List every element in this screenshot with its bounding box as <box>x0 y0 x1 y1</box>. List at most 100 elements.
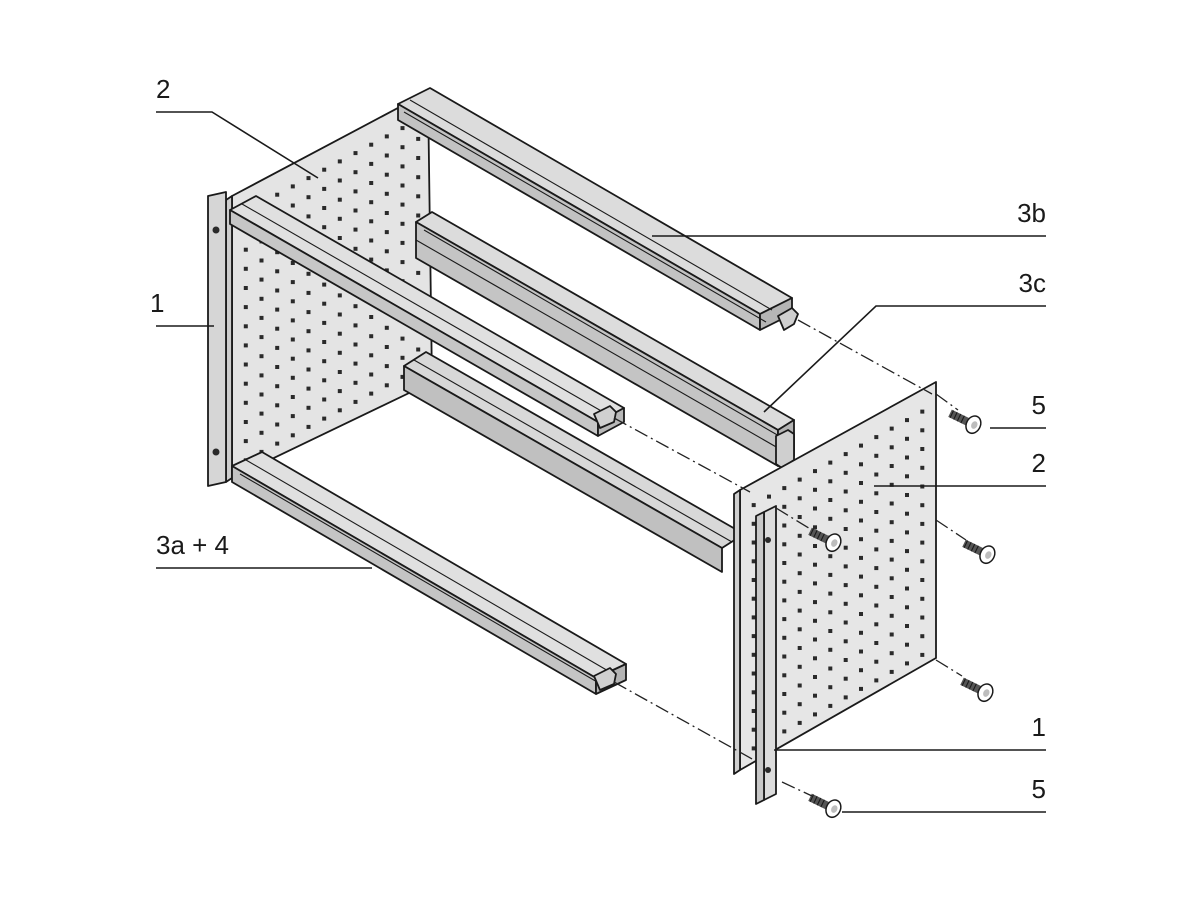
front-side-panel <box>733 381 937 775</box>
perforation-hole <box>400 260 405 265</box>
perforation-hole <box>275 269 280 274</box>
perforation-hole <box>400 145 405 150</box>
perforation-hole <box>874 584 879 589</box>
perforation-hole <box>306 310 311 315</box>
perforation-hole <box>337 389 342 394</box>
perforation-hole <box>259 392 264 397</box>
label-side-panel-front: 2 <box>1032 448 1046 478</box>
front-panel-right <box>755 505 777 805</box>
perforation-hole <box>859 649 863 654</box>
perforation-hole <box>243 381 248 386</box>
perforation-hole <box>322 225 327 230</box>
perforation-hole <box>843 658 848 662</box>
perforation-hole <box>322 416 327 421</box>
perforation-hole <box>353 342 358 347</box>
perforation-hole <box>920 503 925 508</box>
perforation-hole <box>843 695 848 700</box>
perforation-hole <box>797 496 802 501</box>
perforation-hole <box>920 615 925 620</box>
perforation-hole <box>905 418 909 423</box>
perforation-hole <box>290 337 295 342</box>
perforation-hole <box>813 506 817 511</box>
perforation-hole <box>859 462 863 467</box>
perforation-hole <box>322 359 327 364</box>
perforation-hole <box>920 559 925 564</box>
perforation-hole <box>384 153 389 158</box>
perforation-hole <box>243 343 248 348</box>
perforation-hole <box>337 159 342 164</box>
perforation-hole <box>813 618 817 623</box>
perforation-hole <box>905 567 909 572</box>
perforation-hole <box>322 282 327 287</box>
perforation-hole <box>782 635 787 640</box>
perforation-hole <box>905 530 909 535</box>
perforation-hole <box>874 566 879 571</box>
perforation-hole <box>243 400 248 405</box>
callout-labels: 2 3b 3c 1 5 2 3a + 4 1 5 <box>150 74 1046 804</box>
label-front-panel-left: 1 <box>150 288 164 318</box>
perforation-hole <box>905 493 909 497</box>
perforation-hole <box>400 240 405 245</box>
perforation-hole <box>306 214 311 219</box>
perforation-hole <box>797 646 802 650</box>
front-panel-holes <box>751 409 925 751</box>
perforation-hole <box>859 668 863 673</box>
perforation-hole <box>859 593 863 598</box>
perforation-hole <box>322 320 327 325</box>
perforation-hole <box>920 578 925 582</box>
perforation-hole <box>337 370 342 374</box>
perforation-hole <box>874 603 879 608</box>
perforation-hole <box>813 693 817 698</box>
perforation-hole <box>337 350 342 355</box>
perforation-hole <box>751 746 756 751</box>
label-rail-3a-4: 3a + 4 <box>156 530 229 560</box>
perforation-hole <box>828 685 833 690</box>
perforation-hole <box>259 354 264 359</box>
perforation-hole <box>920 596 925 601</box>
perforation-hole <box>813 525 817 530</box>
perforation-hole <box>782 729 787 734</box>
perforation-hole <box>416 194 421 199</box>
perforation-hole <box>384 211 389 215</box>
perforation-hole <box>384 325 389 330</box>
perforation-hole <box>337 312 342 317</box>
perforation-hole <box>400 202 405 207</box>
perforation-hole <box>874 453 879 458</box>
perforation-hole <box>384 364 389 369</box>
perforation-hole <box>905 605 909 610</box>
perforation-hole <box>751 727 756 732</box>
perforation-hole <box>905 511 909 516</box>
perforation-hole <box>843 470 848 475</box>
perforation-hole <box>369 315 374 319</box>
perforation-hole <box>828 460 833 465</box>
perforation-hole <box>290 184 295 189</box>
rail-3c <box>415 211 795 469</box>
perforation-hole <box>843 508 848 513</box>
perforation-hole <box>782 523 787 528</box>
perforation-hole <box>275 326 280 331</box>
perforation-hole <box>905 474 909 479</box>
perforation-hole <box>751 671 756 676</box>
perforation-hole <box>290 414 295 419</box>
perforation-hole <box>243 247 248 252</box>
perforation-hole <box>400 183 405 188</box>
perforation-hole <box>889 613 894 618</box>
perforation-hole <box>920 465 925 470</box>
perforation-hole <box>400 221 405 226</box>
perforation-hole <box>751 634 756 639</box>
perforation-hole <box>751 615 756 620</box>
perforation-hole <box>275 288 280 293</box>
perforation-hole <box>920 521 925 526</box>
perforation-hole <box>843 639 848 644</box>
perforation-hole <box>843 583 848 588</box>
perforation-hole <box>243 305 248 310</box>
perforation-hole <box>306 271 311 276</box>
perforation-hole <box>290 395 295 399</box>
perforation-hole <box>306 195 311 200</box>
perforation-hole <box>416 156 421 160</box>
perforation-hole <box>275 403 280 408</box>
perforation-hole <box>859 443 863 448</box>
label-side-panel-rear: 2 <box>156 74 170 104</box>
perforation-hole <box>889 576 894 581</box>
perforation-hole <box>797 515 802 519</box>
